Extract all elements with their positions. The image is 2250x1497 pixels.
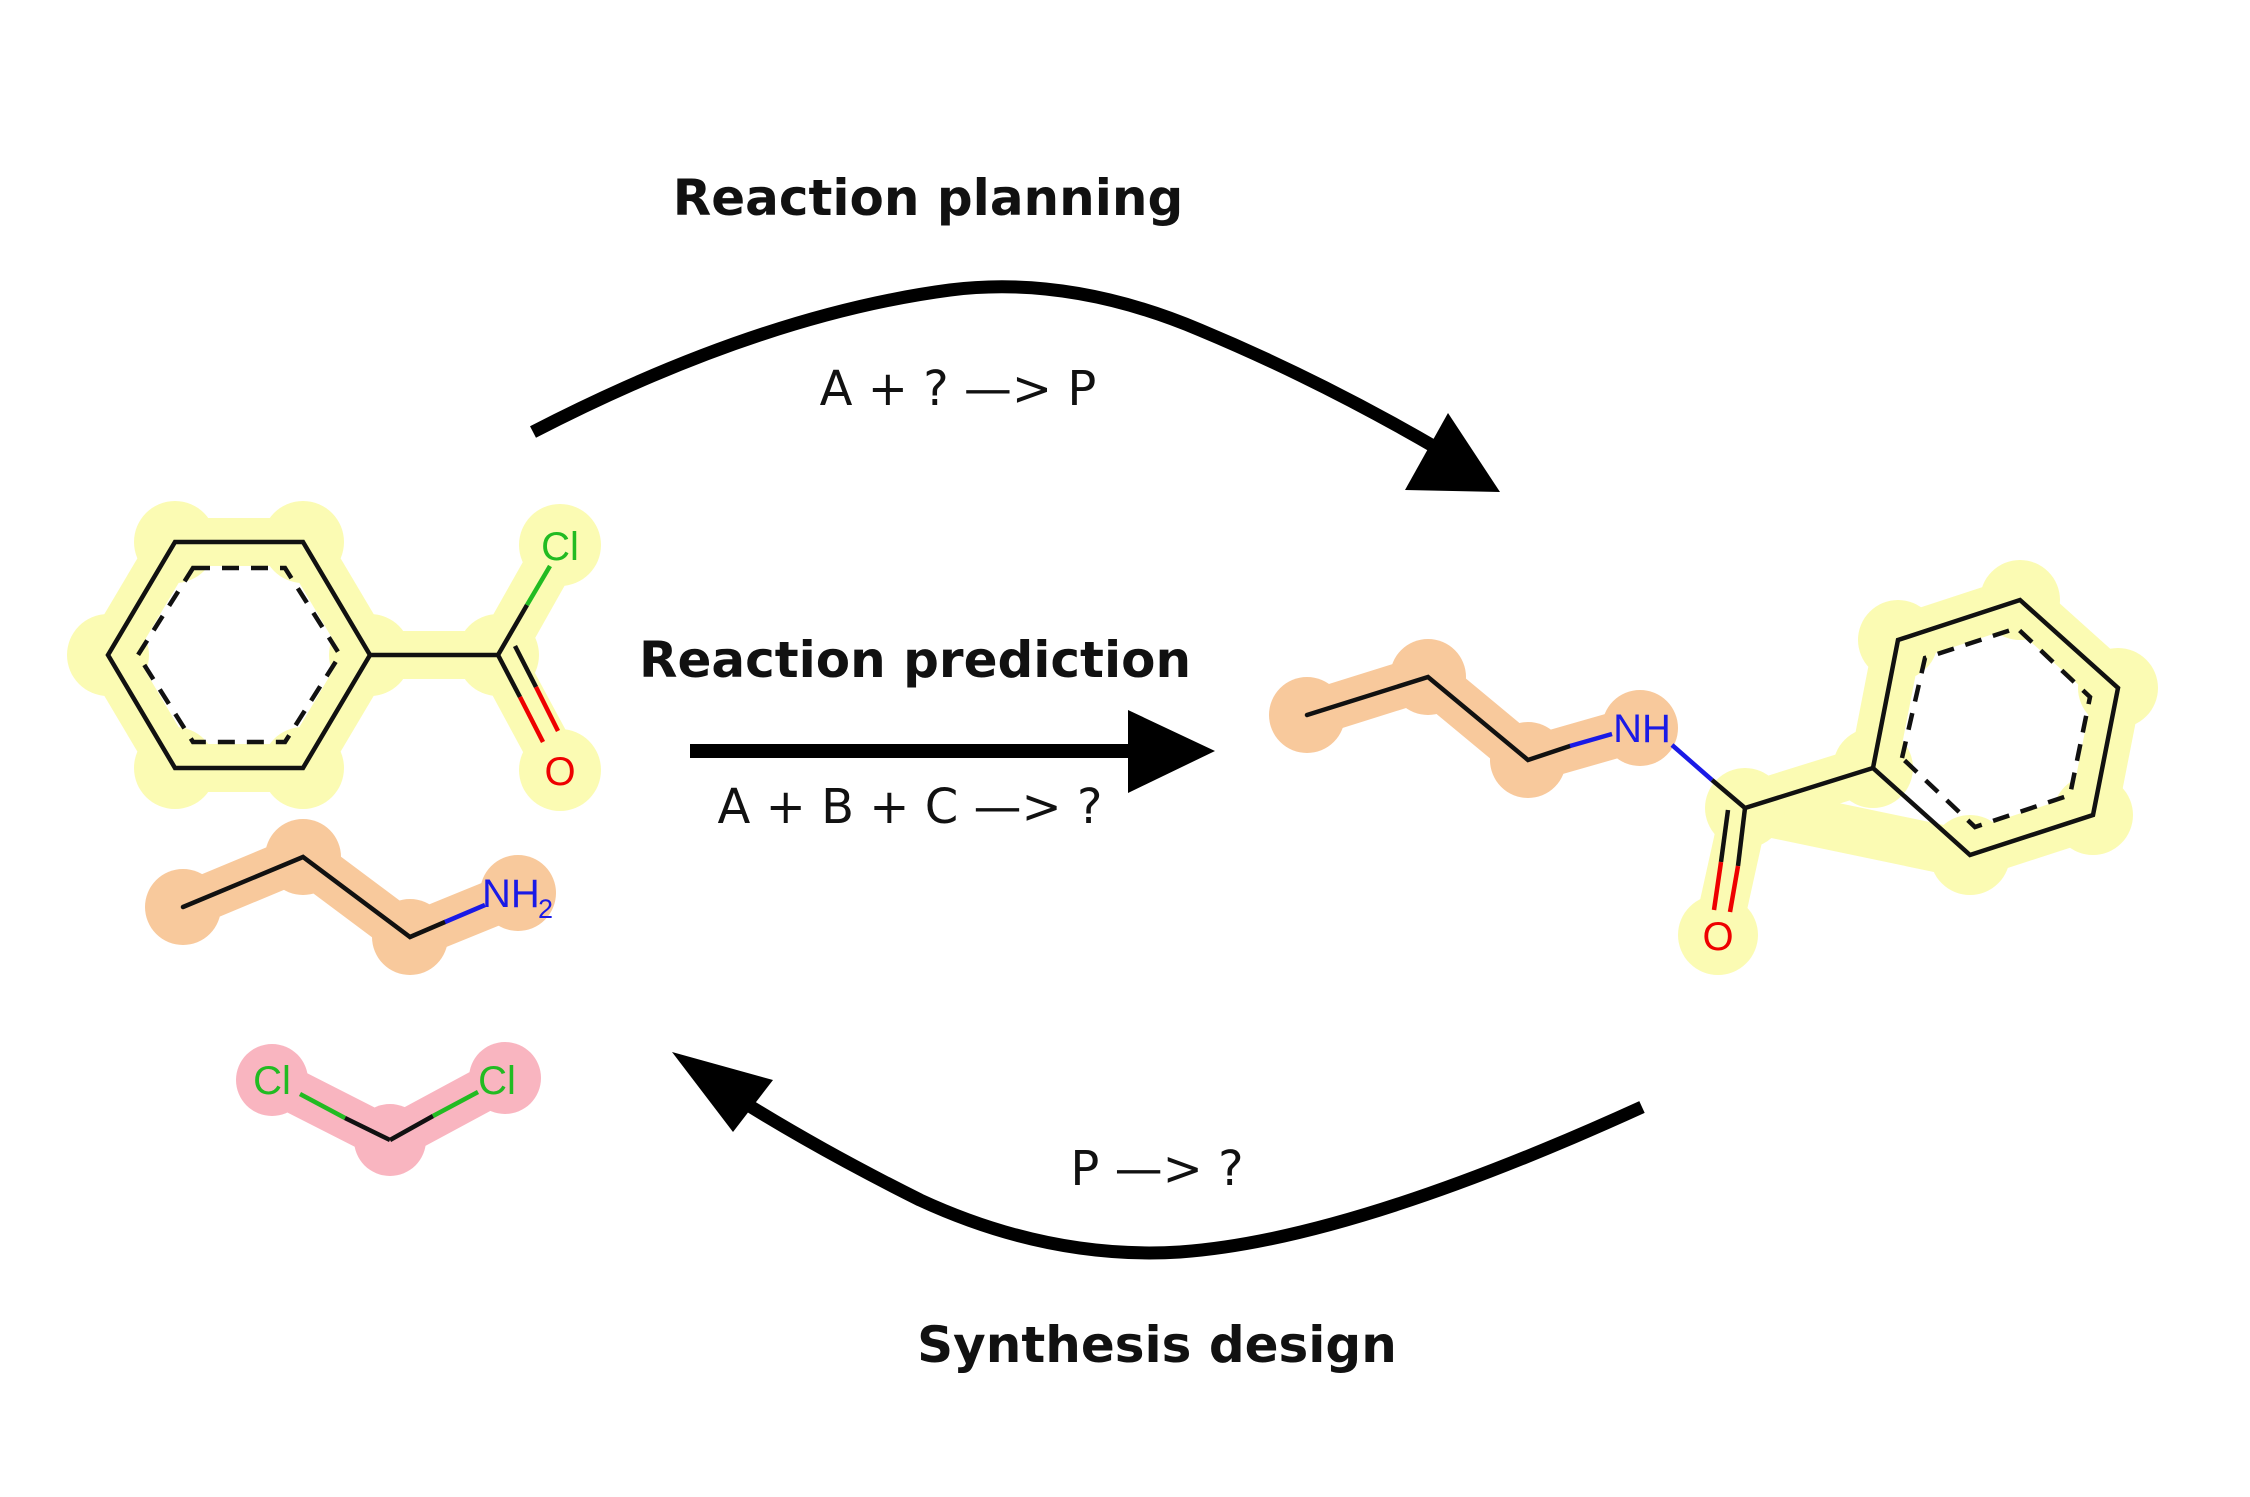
amine-subscript: 2	[538, 894, 553, 924]
amide-oxygen-atom: O	[1702, 915, 1733, 959]
chlorine-atom: Cl	[541, 525, 579, 569]
planning-title: Reaction planning	[673, 169, 1184, 227]
benzoyl-chloride-molecule: Cl O	[67, 501, 601, 811]
synthesis-title: Synthesis design	[917, 1316, 1397, 1374]
planning-arrow	[530, 280, 1500, 492]
chlorine-left-atom: Cl	[253, 1059, 291, 1103]
prediction-arrow	[690, 710, 1215, 793]
synthesis-arrow	[672, 1052, 1645, 1260]
oxygen-atom: O	[544, 750, 575, 794]
prediction-formula: A + B + C —> ?	[718, 779, 1103, 835]
amine-nitrogen-atom: NH	[482, 872, 540, 916]
chlorine-right-atom: Cl	[478, 1059, 516, 1103]
dichloromethane-molecule: Cl Cl	[236, 1042, 541, 1176]
product-benzoyl-highlight	[1678, 560, 2158, 975]
amide-nitrogen-atom: NH	[1613, 707, 1671, 751]
propylamine-molecule: NH 2	[145, 819, 556, 975]
synthesis-formula: P —> ?	[1070, 1141, 1243, 1197]
n-propylbenzamide-molecule: NH O	[1269, 560, 2158, 975]
planning-formula: A + ? —> P	[820, 361, 1097, 417]
prediction-title: Reaction prediction	[639, 631, 1191, 689]
